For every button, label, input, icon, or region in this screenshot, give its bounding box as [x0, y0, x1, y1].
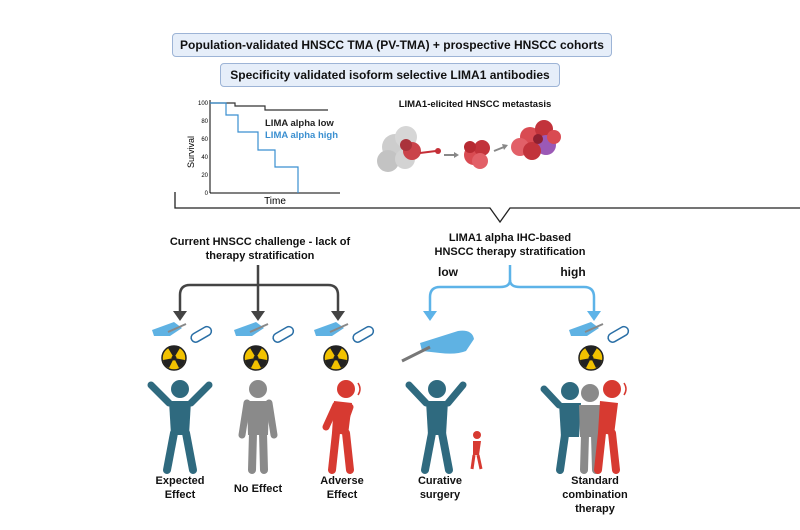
outcome-expected-effect: Expected Effect [140, 474, 220, 502]
right-branch-title: LIMA1 alpha IHC-based HNSCC therapy stra… [400, 231, 620, 259]
left-branch-title: Current HNSCC challenge - lack of therap… [140, 235, 380, 263]
legend-low: LIMA alpha low [265, 118, 334, 129]
small-adverse-figure [470, 431, 483, 470]
outcome-adverse-effect: Adverse Effect [302, 474, 382, 502]
scalpel-hand-icon [569, 322, 604, 336]
ytick: 20 [201, 173, 208, 179]
radiation-icon [323, 345, 349, 371]
branch-arrows [173, 265, 601, 321]
figure-expected-effect [147, 380, 213, 474]
outcome-line: Curative [417, 475, 463, 487]
radiation-icon [578, 345, 604, 371]
outcome-combination-therapy: Standard combination therapy [545, 474, 645, 516]
ytick: 0 [205, 191, 209, 197]
antibody-banner: Specificity validated isoform selective … [220, 63, 560, 87]
survival-plot: 100 80 60 40 20 0 Survival Time LIMA alp… [186, 100, 340, 207]
right-title-line1: LIMA1 alpha IHC-based [448, 232, 572, 244]
outcome-no-effect: No Effect [218, 482, 298, 496]
ytick: 60 [201, 137, 208, 143]
pill-icon [607, 325, 630, 343]
cohort-banner: Population-validated HNSCC TMA (PV-TMA) … [172, 33, 612, 57]
left-title-line1: Current HNSCC challenge - lack of [169, 236, 351, 248]
migrating-cells [464, 140, 490, 169]
metastasis-illustration [377, 120, 561, 172]
surgery-scalpel-icon [401, 330, 474, 363]
pill-icon [272, 325, 295, 343]
figure-adverse-effect [322, 380, 361, 474]
outcome-line: Expected [155, 475, 205, 487]
radiation-icon [161, 345, 187, 371]
summary-bracket [174, 192, 800, 224]
ytick: 100 [198, 101, 209, 107]
survival-curve-low [210, 102, 328, 111]
metastatic-cluster [511, 120, 561, 160]
outcome-line: combination [562, 489, 628, 501]
pill-icon [190, 325, 213, 343]
right-title-line2: HNSCC therapy stratification [434, 246, 586, 258]
pill-icon [352, 325, 375, 343]
legend-high: LIMA alpha high [265, 130, 338, 141]
figure-no-effect [238, 380, 278, 474]
outcome-line: Adverse [320, 475, 364, 487]
left-title-line2: therapy stratification [205, 250, 315, 262]
outcome-curative-surgery: Curative surgery [400, 474, 480, 502]
outcome-line: surgery [419, 489, 461, 501]
scalpel-hand-icon [314, 322, 349, 336]
primary-tumor-cluster [377, 126, 421, 172]
outcome-line: Effect [326, 489, 358, 501]
therapy-icons-2 [234, 322, 295, 371]
outcome-line: therapy [575, 503, 615, 515]
outcome-line: Effect [164, 489, 196, 501]
therapy-icons-1 [152, 322, 213, 371]
outcome-line: No Effect [233, 483, 283, 495]
low-label: low [438, 265, 458, 279]
x-axis-label: Time [264, 196, 286, 207]
outcome-line: Standard [571, 475, 619, 487]
high-label: high [560, 265, 586, 279]
therapy-icons-3 [314, 322, 375, 371]
ytick: 40 [201, 155, 208, 161]
y-axis-label: Survival [186, 136, 196, 168]
metastasis-title: LIMA1-elicited HNSCC metastasis [398, 99, 552, 110]
scalpel-hand-icon [234, 322, 269, 336]
figure-curative-surgery [405, 380, 483, 474]
therapy-icons-high [569, 322, 630, 371]
scalpel-hand-icon [152, 322, 187, 336]
ytick: 80 [201, 119, 208, 125]
figure-group-combination [540, 380, 627, 474]
radiation-icon [243, 345, 269, 371]
survival-curve-high [210, 102, 299, 193]
